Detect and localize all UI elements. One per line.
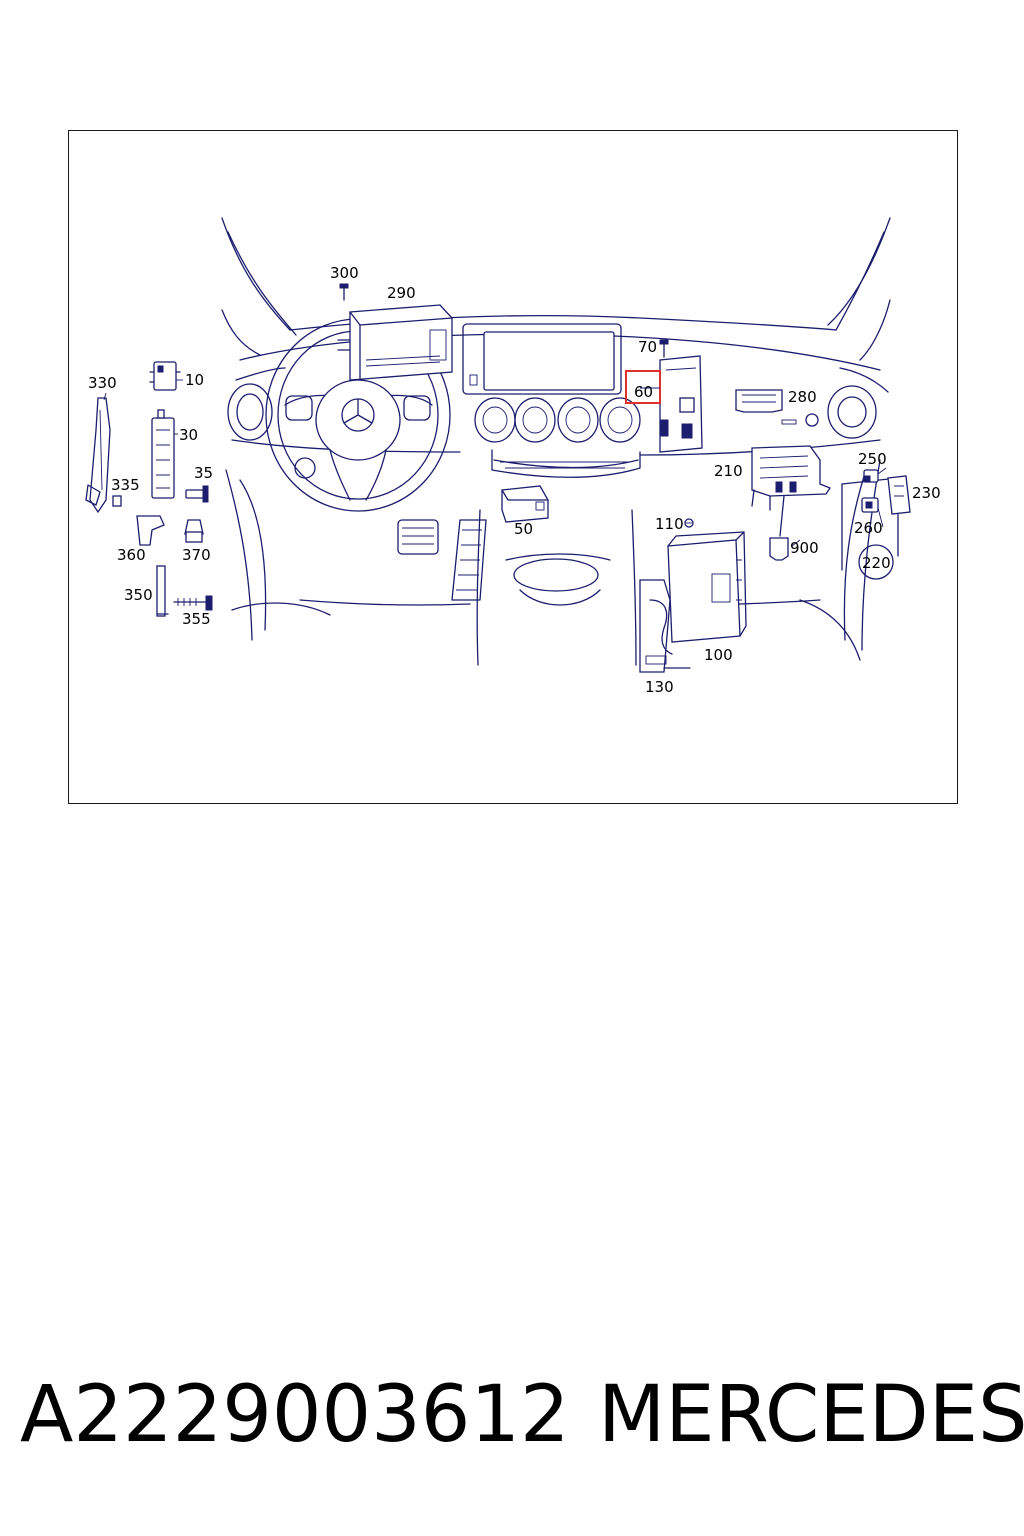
part-350-strip [156,565,169,617]
callout-900: 900 [790,539,819,557]
part-260-sensor [861,497,879,513]
callout-70: 70 [638,338,657,356]
part-130-bracket [639,579,691,673]
callout-230: 230 [912,484,941,502]
part-110-screw [684,518,694,528]
part-250-clip [863,469,879,483]
callout-30: 30 [179,426,198,444]
callout-210: 210 [714,462,743,480]
part-335-clip [112,495,122,507]
callout-350: 350 [124,586,153,604]
callout-100: 100 [704,646,733,664]
dashboard-outline [221,217,891,666]
callout-360: 360 [117,546,146,564]
part-60-module [659,355,703,453]
leader-lines [103,379,887,547]
callout-260: 260 [854,519,883,537]
part-35-bolt [185,485,209,503]
callout-280: 280 [788,388,817,406]
part-300-screw [339,283,349,301]
part-10-switch [149,361,181,391]
part-number: A2229003612 [20,1370,570,1460]
part-900-connector [769,495,789,561]
screen-display [483,331,615,391]
part-230-bracket [887,475,911,515]
part-30-panel [151,409,175,499]
part-280-vent [735,389,819,427]
part-330-trim [85,397,111,514]
callout-130: 130 [645,678,674,696]
callout-335: 335 [111,476,140,494]
callout-labels: 300 290 10 330 30 35 335 360 370 350 355… [88,264,941,696]
part-360-bracket [136,515,165,546]
callout-355: 355 [182,610,211,628]
center-vents [474,397,641,443]
callout-35: 35 [194,464,213,482]
callout-290: 290 [387,284,416,302]
callout-110: 110 [655,515,684,533]
callout-220: 220 [862,554,891,572]
part-290-module [337,304,453,381]
callout-250: 250 [858,450,887,468]
part-355-bolt [173,595,213,611]
highlight-box-60 [625,370,661,404]
callout-300: 300 [330,264,359,282]
callout-50: 50 [514,520,533,538]
callout-330: 330 [88,374,117,392]
callout-370: 370 [182,546,211,564]
dashboard-exploded-diagram: 300 290 10 330 30 35 335 360 370 350 355… [85,217,941,696]
part-210-block [751,445,831,511]
callout-10: 10 [185,371,204,389]
part-370-nut [184,519,204,543]
part-70-screw [659,339,669,358]
brand-name: MERCEDES [598,1370,1024,1460]
part-100-control-unit [667,531,747,643]
part-50-module [501,485,549,523]
diagram-frame [68,130,958,804]
screen-housing [462,323,622,395]
callout-60: 60 [634,383,653,401]
